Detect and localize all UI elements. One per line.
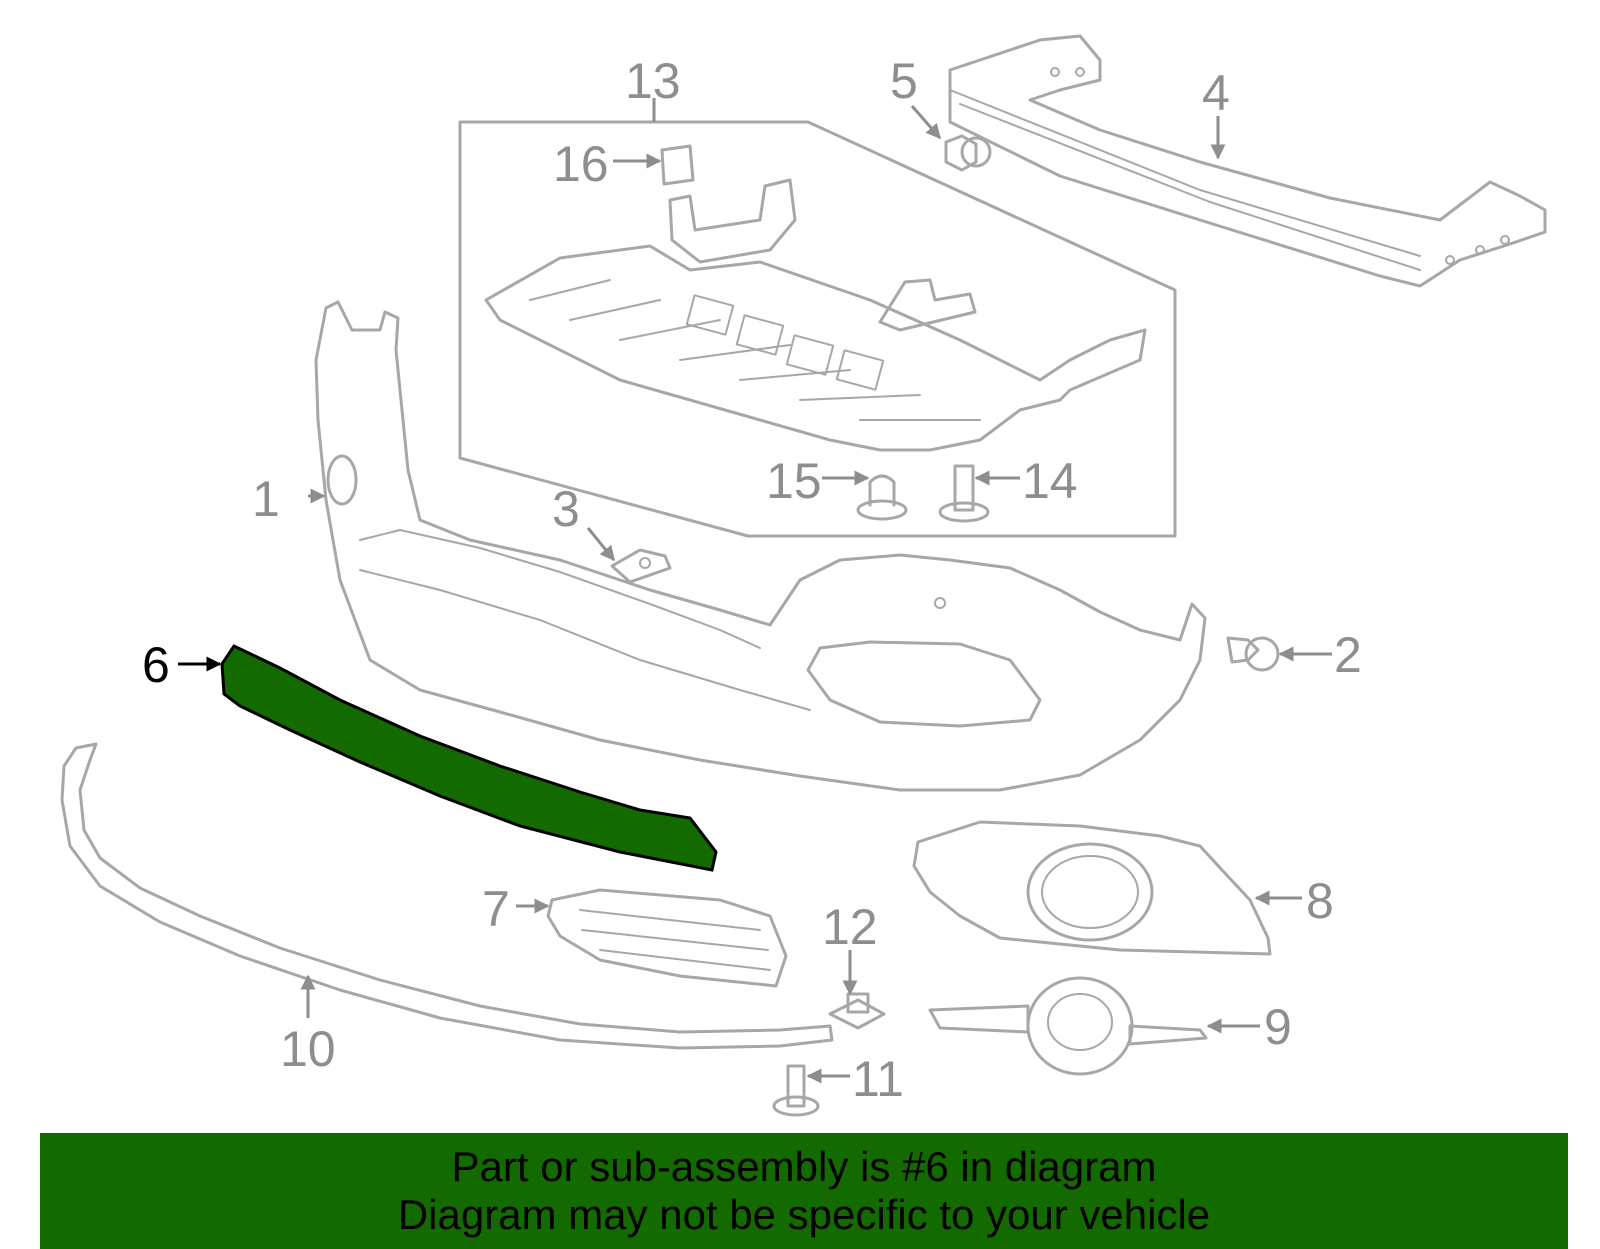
callout-4: 4 [1202,65,1230,121]
info-banner: Part or sub-assembly is #6 in diagram Di… [40,1133,1568,1249]
part-6-lower-molding [220,644,718,872]
callout-3: 3 [552,481,580,537]
part-4-impact-bar [948,34,1547,288]
part-1-bumper-cover [314,300,1207,792]
callout-8: 8 [1306,873,1334,929]
part-5-bolt [944,134,992,172]
callout-9: 9 [1264,999,1292,1055]
callout-11: 11 [852,1051,904,1107]
callout-10: 10 [280,1021,336,1077]
banner-line-2: Diagram may not be specific to your vehi… [397,1191,1211,1238]
part-15-clip [856,474,908,521]
callout-6: 6 [142,637,170,693]
callout-1: 1 [252,471,280,527]
callout-12: 12 [822,899,878,955]
part-2-retainer [1226,636,1280,672]
part-12-nut [828,992,886,1030]
callout-7: 7 [482,881,510,937]
part-9-fog-ring [928,976,1208,1076]
part-10-lower-trim [60,742,834,1050]
callout-15: 15 [766,453,822,509]
callout-2: 2 [1334,627,1362,683]
banner-line-1: Part or sub-assembly is #6 in diagram [451,1143,1157,1190]
callout-14: 14 [1022,453,1078,509]
part-13-shield-assembly [458,120,1177,538]
callout-16: 16 [553,136,609,192]
part-14-bolt [938,464,990,523]
callout-13: 13 [625,53,681,109]
callout-5: 5 [890,53,918,109]
part-7-grille [546,888,788,988]
part-3-bracket [610,548,672,584]
part-8-fog-bezel [912,820,1272,956]
part-11-bolt [772,1064,820,1117]
